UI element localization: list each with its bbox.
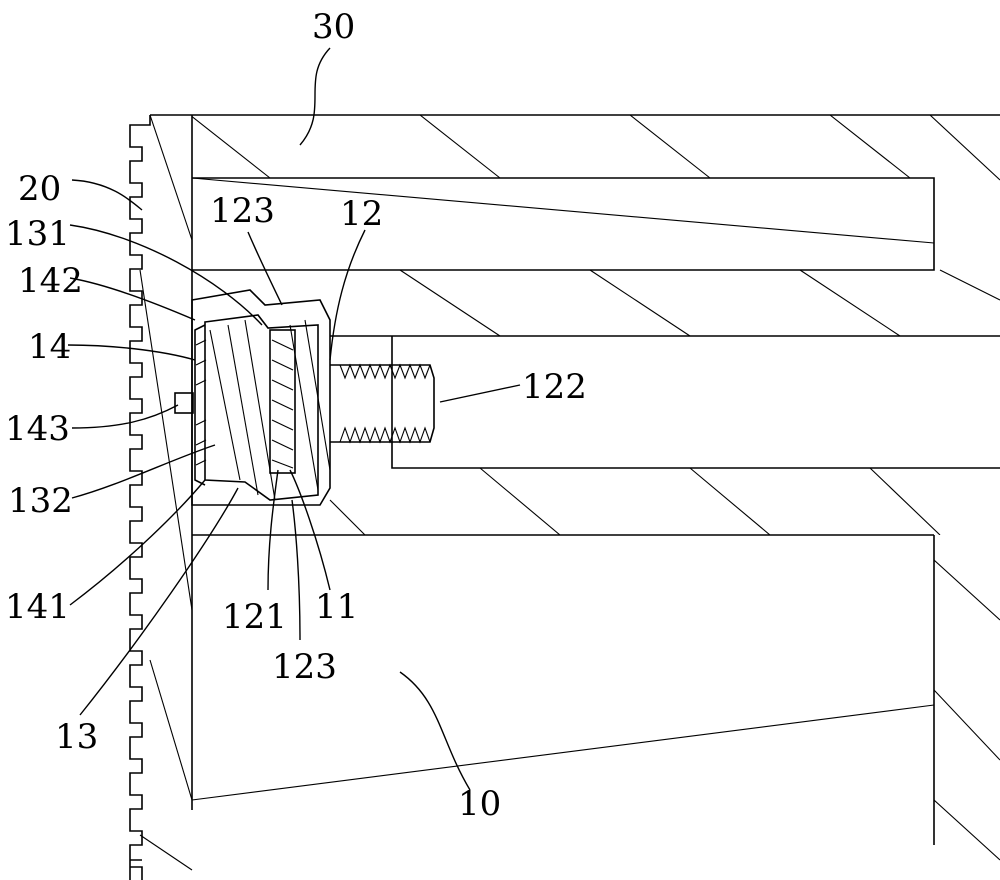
label-132: 132	[8, 481, 73, 521]
label-13: 13	[55, 717, 98, 757]
label-131: 131	[5, 214, 70, 254]
label-12: 12	[340, 194, 383, 234]
label-30: 30	[312, 7, 355, 47]
fastener-assembly	[174, 289, 435, 506]
label-142: 142	[18, 261, 83, 301]
label-11: 11	[315, 587, 358, 627]
part-10-lower-block	[139, 114, 935, 871]
label-143: 143	[5, 409, 70, 449]
label-10: 10	[458, 784, 501, 824]
label-14: 14	[28, 327, 71, 367]
label-123-bottom: 123	[272, 647, 337, 687]
part-30-housing	[150, 114, 1000, 861]
label-121: 121	[222, 597, 287, 637]
leader-lines	[67, 47, 521, 791]
reference-labels: 30 20 123 12 131 142 14 122 143 132 141 …	[5, 7, 587, 824]
label-122: 122	[522, 367, 587, 407]
label-141: 141	[5, 587, 70, 627]
label-20: 20	[18, 169, 61, 209]
label-123-top: 123	[210, 191, 275, 231]
part-20-toothed-strip	[129, 115, 151, 880]
